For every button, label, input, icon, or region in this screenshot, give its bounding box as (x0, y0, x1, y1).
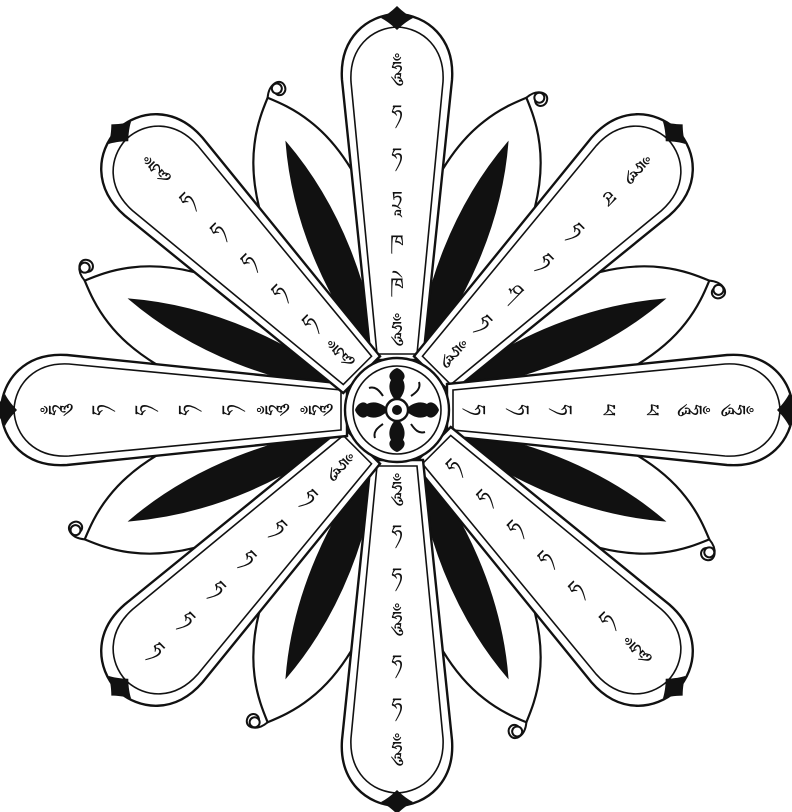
curl-ornament (507, 720, 531, 740)
petal-syllable: ཁ (390, 230, 404, 255)
petal-syllable: ཁེ (390, 270, 404, 298)
petal-syllable: ཕ (597, 404, 621, 417)
center-dot (392, 405, 402, 415)
curl-ornament (67, 520, 87, 544)
curl-ornament (264, 80, 288, 100)
petal-syllable: ཕ (640, 404, 664, 417)
center-hub (345, 358, 449, 462)
curl-ornament (707, 277, 727, 301)
